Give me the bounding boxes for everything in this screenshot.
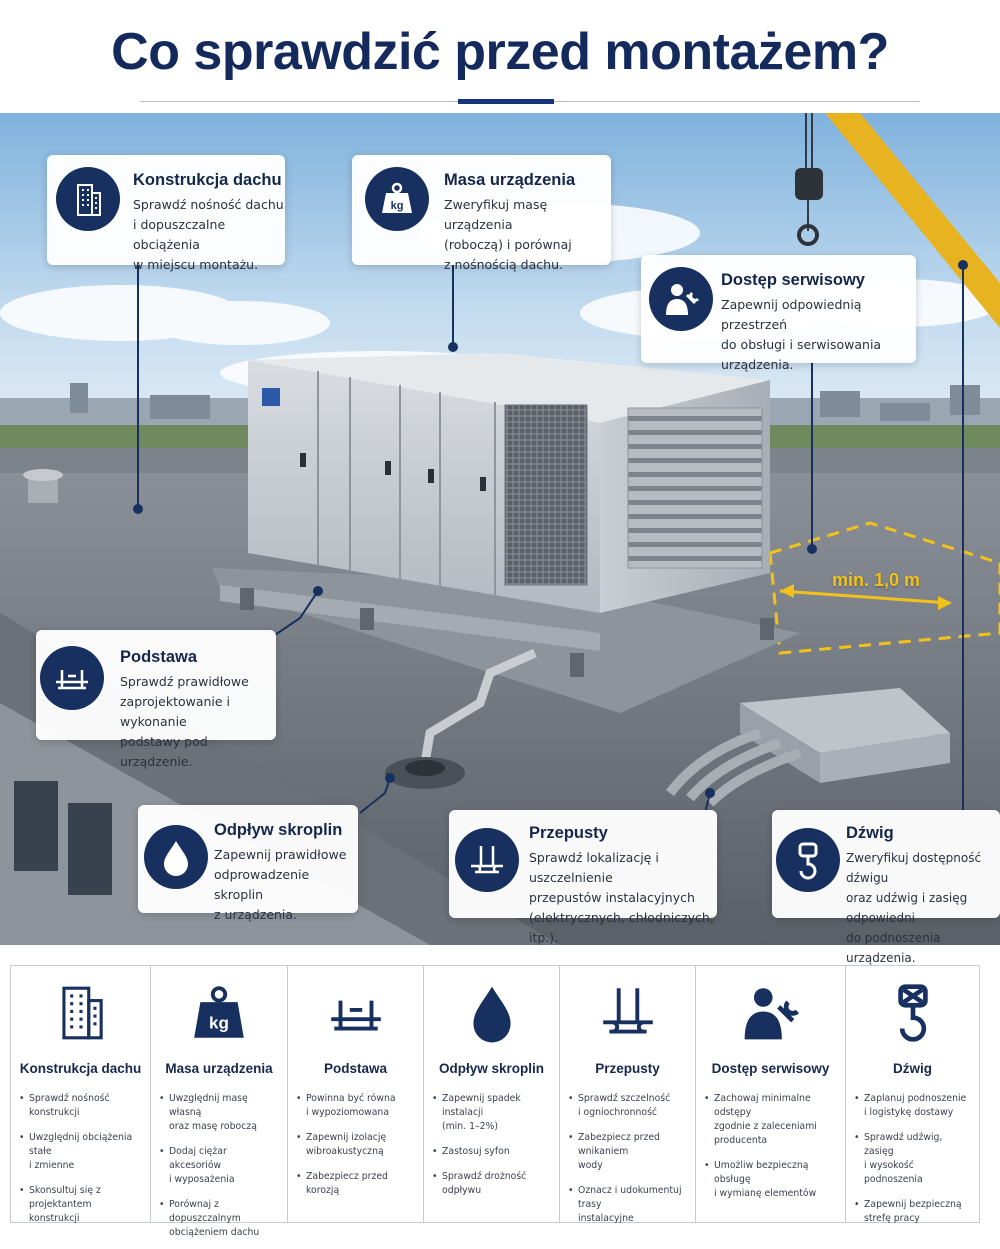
summary-col-dzwig: Dźwig Zaplanuj podnoszenie i logistykę d… — [846, 966, 979, 1224]
callout-description: Zweryfikuj masę urządzenia (roboczą) i p… — [444, 197, 572, 272]
list-item: Skonsultuj się z projektantem konstrukcj… — [19, 1184, 144, 1226]
callout-masa-urzadzenia: kg Masa urządzenia Zweryfikuj masę urząd… — [352, 155, 611, 272]
summary-list: Zachowaj minimalne odstępy zgodnie z zal… — [704, 1092, 839, 1212]
callout-dostep-serwisowy: Dostęp serwisowy Zapewnij odpowiednią pr… — [641, 255, 916, 372]
title-divider-accent — [458, 99, 554, 104]
service-technician-icon — [649, 267, 713, 331]
base-frame-icon — [288, 978, 423, 1048]
callout-description: Sprawdź prawidłowe zaprojektowanie i wyk… — [120, 674, 249, 769]
summary-heading: Podstawa — [323, 1061, 388, 1076]
list-item: Zapewnij bezpieczną strefę pracy — [854, 1198, 973, 1226]
summary-list: Sprawdź nośność konstrukcji Uwzględnij o… — [19, 1092, 144, 1237]
list-item: Umożliw bezpieczną obsługę i wymianę ele… — [704, 1159, 839, 1201]
weight-label: kg — [209, 1014, 229, 1033]
page-header: Co sprawdzić przed montażem? — [0, 0, 1000, 112]
summary-heading: Dźwig — [893, 1061, 932, 1076]
summary-col-masa: kg Masa urządzenia Uwzględnij masę własn… — [151, 966, 288, 1238]
summary-list: Powinna być równa i wypoziomowana Zapewn… — [296, 1092, 417, 1209]
crane-hook-icon — [776, 828, 840, 892]
callout-title: Konstrukcja dachu — [133, 171, 282, 189]
summary-col-odplyw: Odpływ skroplin Zapewnij spadek instalac… — [424, 966, 560, 1222]
summary-list: Uwzględnij masę własną oraz masę roboczą… — [159, 1092, 281, 1249]
callout-dzwig: Dźwig Zweryfikuj dostępność dźwigu oraz … — [772, 810, 1000, 965]
list-item: Oznacz i udokumentuj trasy instalacyjne — [568, 1184, 689, 1226]
callout-title: Podstawa — [120, 648, 198, 666]
callout-description: Zapewnij prawidłowe odprowadzenie skropl… — [214, 847, 347, 922]
callout-title: Przepusty — [529, 824, 608, 842]
list-item: Zaplanuj podnoszenie i logistykę dostawy — [854, 1092, 973, 1120]
summary-heading: Konstrukcja dachu — [19, 1061, 142, 1076]
water-drop-icon — [424, 978, 559, 1048]
service-clearance-label: min. 1,0 m — [832, 570, 921, 590]
weight-kg-icon: kg — [151, 978, 287, 1048]
page-title: Co sprawdzić przed montażem? — [111, 23, 889, 81]
summary-col-konstrukcja: Konstrukcja dachu Sprawdź nośność konstr… — [11, 966, 151, 1224]
summary-heading: Dostęp serwisowy — [711, 1061, 830, 1076]
building-icon — [56, 167, 120, 231]
weight-kg-icon: kg — [365, 167, 429, 231]
list-item: Uwzględnij obciążenia stałe i zmienne — [19, 1131, 144, 1173]
service-technician-icon — [696, 978, 845, 1048]
callout-description: Zapewnij odpowiednią przestrzeń do obsłu… — [721, 297, 882, 372]
callout-podstawa: Podstawa Sprawdź prawidłowe zaprojektowa… — [36, 630, 276, 769]
list-item: Zapewnij spadek instalacji (min. 1–2%) — [432, 1092, 553, 1134]
pipe-penetration-icon — [560, 978, 695, 1048]
callout-title: Dźwig — [846, 824, 894, 842]
list-item: Zapewnij izolację wibroakustyczną — [296, 1131, 417, 1159]
summary-list: Zaplanuj podnoszenie i logistykę dostawy… — [854, 1092, 973, 1237]
summary-table: Konstrukcja dachu Sprawdź nośność konstr… — [10, 965, 980, 1238]
base-frame-icon — [40, 646, 104, 710]
callout-description: Sprawdź nośność dachu i dopuszczalne obc… — [133, 197, 284, 272]
callout-title: Masa urządzenia — [444, 171, 576, 189]
callout-description: Zweryfikuj dostępność dźwigu oraz udźwig… — [846, 851, 982, 965]
callout-title: Dostęp serwisowy — [721, 271, 865, 289]
list-item: Sprawdź nośność konstrukcji — [19, 1092, 144, 1120]
callout-przepusty: Przepusty Sprawdź lokalizację i uszczeln… — [449, 810, 717, 945]
list-item: Porównaj z dopuszczalnym obciążeniem dac… — [159, 1198, 281, 1240]
list-item: Dodaj ciężar akcesoriów i wyposażenia — [159, 1145, 281, 1187]
crane-hook-icon — [846, 978, 979, 1048]
summary-list: Sprawdź szczelność i ogniochronność Zabe… — [568, 1092, 689, 1237]
building-icon — [11, 978, 150, 1048]
list-item: Zabezpiecz przed korozją — [296, 1170, 417, 1198]
callout-odplyw-skroplin: Odpływ skroplin Zapewnij prawidłowe odpr… — [138, 805, 358, 922]
summary-col-dostep: Dostęp serwisowy Zachowaj minimalne odst… — [696, 966, 846, 1222]
summary-col-przepusty: Przepusty Sprawdź szczelność i ogniochro… — [560, 966, 696, 1224]
summary-list: Zapewnij spadek instalacji (min. 1–2%) Z… — [432, 1092, 553, 1209]
list-item: Zachowaj minimalne odstępy zgodnie z zal… — [704, 1092, 839, 1148]
summary-heading: Masa urządzenia — [165, 1061, 273, 1076]
summary-heading: Przepusty — [595, 1061, 660, 1076]
list-item: Uwzględnij masę własną oraz masę roboczą — [159, 1092, 281, 1134]
list-item: Sprawdź szczelność i ogniochronność — [568, 1092, 689, 1120]
water-drop-icon — [144, 825, 208, 889]
list-item: Sprawdź udźwig, zasięg i wysokość podnos… — [854, 1131, 973, 1187]
list-item: Zabezpiecz przed wnikaniem wody — [568, 1131, 689, 1173]
summary-heading: Odpływ skroplin — [438, 1061, 544, 1076]
callout-description: Sprawdź lokalizację i uszczelnienie prze… — [529, 850, 714, 945]
list-item: Sprawdź drożność odpływu — [432, 1170, 553, 1198]
list-item: Powinna być równa i wypoziomowana — [296, 1092, 417, 1120]
list-item: Zastosuj syfon — [432, 1145, 553, 1159]
callout-title: Odpływ skroplin — [214, 821, 343, 839]
summary-col-podstawa: Podstawa Powinna być równa i wypoziomowa… — [288, 966, 424, 1222]
callout-konstrukcja-dachu: Konstrukcja dachu Sprawdź nośność dachu … — [47, 155, 285, 272]
pipe-penetration-icon — [455, 828, 519, 892]
weight-label: kg — [391, 200, 404, 212]
